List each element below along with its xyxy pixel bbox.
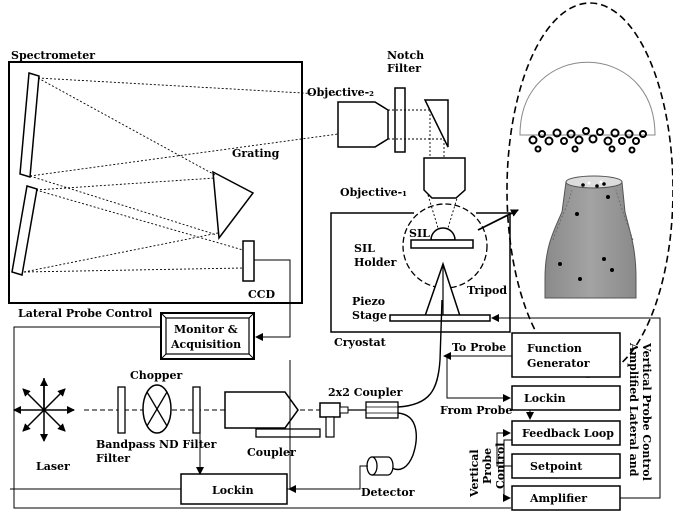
- probe-tip-highlights: [587, 180, 603, 185]
- collection-beam-paths: [388, 109, 459, 229]
- spectrometer-beam-paths: [23, 77, 339, 273]
- probe-tip-body: [544, 181, 637, 299]
- objective2-label: Objective-₂: [307, 86, 374, 99]
- coupler-lens: [224, 391, 299, 429]
- amplifier-label: Amplifier: [529, 492, 587, 505]
- coupler-mount: [255, 428, 321, 438]
- cryostat-box: [330, 212, 511, 333]
- grating: [212, 170, 255, 241]
- spectrometer-box: [8, 61, 303, 304]
- sil-dome: [519, 61, 656, 136]
- setpoint-box: [511, 453, 621, 479]
- fiber-launch: [319, 402, 341, 418]
- function-generator-box: [511, 332, 621, 378]
- nanoparticles: [528, 127, 647, 154]
- setpoint-label: Setpoint: [530, 460, 583, 473]
- spectrometer-mirror-bottom: [11, 185, 38, 276]
- probe-tip-taper: [552, 189, 634, 241]
- sil-holder-plate: [410, 239, 474, 249]
- coupler-2x2-label: 2x2 Coupler: [328, 386, 403, 399]
- grating-label: Grating: [232, 147, 280, 160]
- coupler-label: Coupler: [247, 446, 296, 459]
- objective2-lens: [337, 101, 389, 148]
- piezo-label-2: Stage: [352, 309, 387, 322]
- vertical-probe-control-label: Vertical Probe Control: [468, 443, 507, 498]
- nd-filter-label: ND Filter: [159, 438, 217, 451]
- lockin-bottom-label: Lockin: [212, 484, 254, 497]
- svg-text:Vertical Probe Control: Vertical Probe Control: [640, 342, 653, 481]
- monitor-label-2: Acquisition: [170, 338, 241, 351]
- fiber-post: [325, 416, 335, 438]
- tripod-label: Tripod: [467, 284, 507, 297]
- from-probe-label: From Probe: [440, 404, 512, 417]
- probe-tip-particles: [558, 182, 614, 281]
- spectrometer-mirror-top: [19, 72, 40, 178]
- detector-icon: [366, 456, 394, 476]
- nd-filter: [192, 386, 201, 434]
- spectrometer-label: Spectrometer: [11, 49, 95, 62]
- probe-tip-top: [565, 175, 623, 189]
- svg-text:Amplified Lateral and: Amplified Lateral and: [627, 342, 640, 477]
- notch-filter-label-2: Filter: [387, 62, 421, 75]
- fiber-to-probe: [397, 299, 443, 408]
- fiber-connector: [339, 406, 349, 414]
- monitor-acquisition-box: [160, 312, 255, 360]
- monitor-label-1: Monitor &: [174, 323, 238, 336]
- fiber-to-detector: [391, 412, 417, 471]
- amplifier-box: [511, 485, 621, 511]
- lockin-right-box: [511, 385, 621, 411]
- cryostat-label: Cryostat: [334, 336, 387, 349]
- piezo-label-1: Piezo: [352, 295, 385, 308]
- function-generator-label-2: Generator: [527, 357, 590, 370]
- sil-lens: [430, 227, 456, 241]
- signal-wires: [10, 259, 661, 509]
- objective1-label: Objective-₁: [340, 186, 407, 199]
- piezo-stage: [389, 314, 491, 322]
- sil-holder-label-2: Holder: [354, 256, 397, 269]
- notch-filter: [394, 87, 406, 153]
- chopper: [142, 384, 172, 434]
- coupler-2x2: [365, 401, 399, 419]
- sil-label: SIL: [409, 227, 430, 240]
- chopper-label: Chopper: [130, 369, 182, 382]
- function-generator-label-1: Function: [527, 342, 582, 355]
- to-probe-label: To Probe: [452, 341, 506, 354]
- lockin-right-label: Lockin: [524, 392, 566, 405]
- lateral-probe-control-label: Lateral Probe Control: [18, 307, 152, 320]
- objective1-lens: [423, 157, 466, 199]
- laser-icon: [13, 378, 75, 442]
- sil-holder-label-1: SIL: [354, 242, 375, 255]
- lockin-bottom-box: [180, 473, 288, 505]
- bandpass-label-2: Filter: [96, 452, 130, 465]
- laser-label: Laser: [36, 460, 70, 473]
- ccd-label: CCD: [248, 288, 276, 301]
- bandpass-label-1: Bandpass: [96, 438, 155, 451]
- svg-text:Vertical: Vertical: [468, 449, 481, 498]
- bandpass-filter: [117, 386, 126, 434]
- ccd-detector: [242, 240, 255, 282]
- notch-filter-label-1: Notch: [387, 49, 424, 62]
- feedback-loop-label: Feedback Loop: [522, 427, 614, 440]
- amplified-control-label: Amplified Lateral and Vertical Probe Con…: [627, 342, 653, 481]
- zoom-pointer: [477, 209, 519, 231]
- feedback-loop-box: [511, 420, 621, 446]
- beam-splitter-prism: [423, 99, 449, 148]
- svg-text:Probe: Probe: [481, 448, 494, 484]
- detector-label: Detector: [361, 486, 415, 499]
